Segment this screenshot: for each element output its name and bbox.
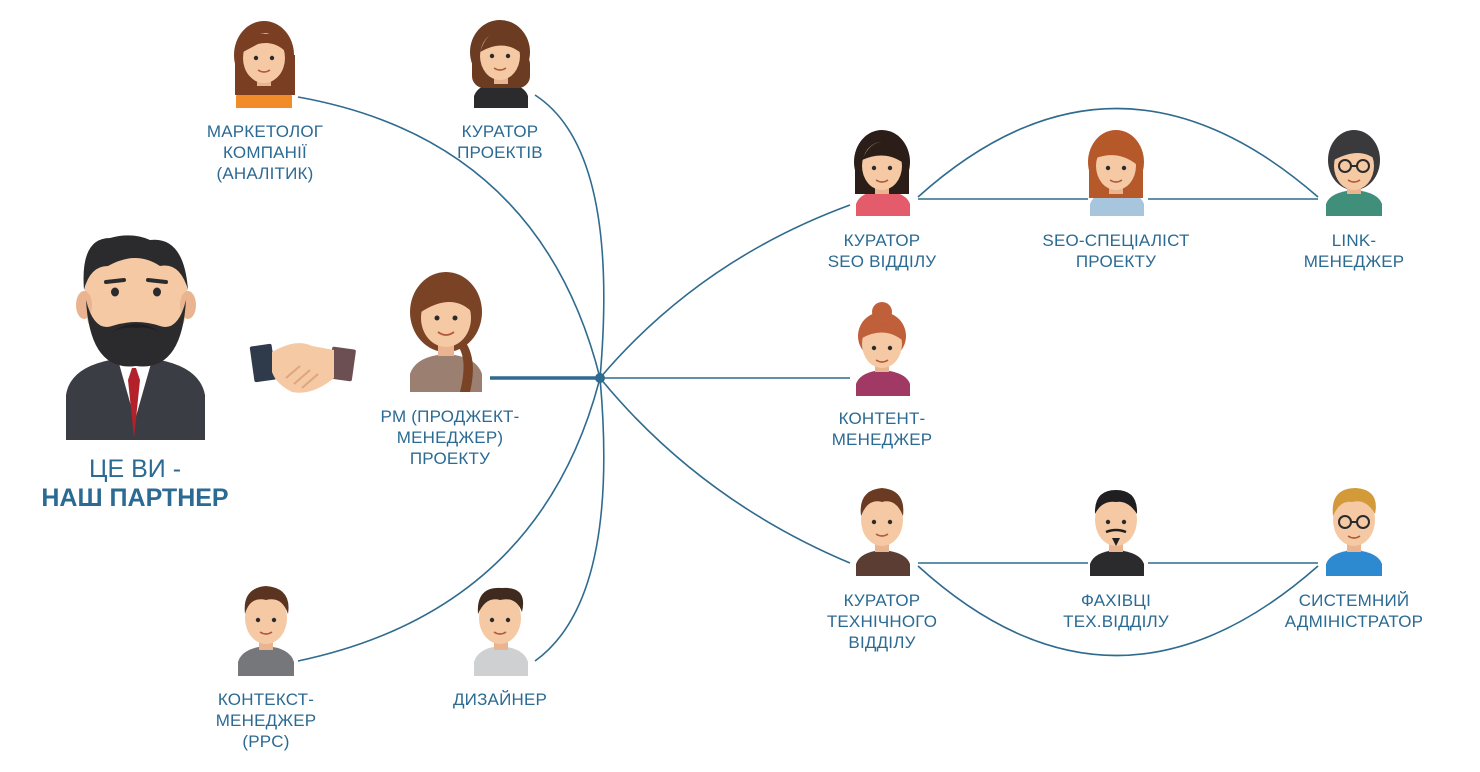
designer-avatar xyxy=(474,587,528,676)
line-hub-to-tech-curator xyxy=(599,377,851,564)
seo-curator-avatar xyxy=(854,130,910,216)
pm-label: PM (ПРОДЖЕКТ- МЕНЕДЖЕР) ПРОЕКТУ xyxy=(380,407,520,468)
seo-curator-label: КУРАТОР SEO ВІДДІЛУ xyxy=(827,231,937,271)
marketer-label: МАРКЕТОЛОГ КОМПАНІЇ (АНАЛІТИК) xyxy=(206,122,324,183)
pm-avatar xyxy=(410,272,482,392)
partner-caption-line1: ЦЕ ВИ - xyxy=(88,455,182,483)
link-manager-label: LINK- МЕНЕДЖЕР xyxy=(1303,231,1405,271)
handshake-icon xyxy=(249,343,356,393)
marketer-avatar xyxy=(234,21,295,108)
partner-caption-line2: НАШ ПАРТНЕР xyxy=(41,484,229,512)
line-context-to-hub xyxy=(297,377,601,662)
tech-specialists-avatar xyxy=(1090,490,1144,576)
project-curator-label: КУРАТОР ПРОЕКТІВ xyxy=(457,122,543,162)
line-tech-bottom-arc xyxy=(917,565,1319,657)
link-manager-avatar xyxy=(1326,130,1382,216)
context-manager-label: КОНТЕКСТ- МЕНЕДЖЕР (PPC) xyxy=(215,690,317,751)
partner-avatar xyxy=(66,235,205,440)
line-hub-to-seo-curator xyxy=(599,204,851,379)
line-designer-to-hub xyxy=(534,377,605,662)
tech-curator-avatar xyxy=(856,488,910,576)
sysadmin-label: СИСТЕМНИЙ АДМІНІСТРАТОР xyxy=(1284,591,1424,631)
hub-node xyxy=(595,373,605,383)
content-manager-label: КОНТЕНТ- МЕНЕДЖЕР xyxy=(831,409,933,449)
sysadmin-avatar xyxy=(1326,488,1382,576)
seo-specialist-avatar xyxy=(1088,130,1144,216)
designer-label: ДИЗАЙНЕР xyxy=(452,690,548,709)
line-curator-to-hub xyxy=(534,94,605,379)
connection-lines xyxy=(297,94,1319,662)
line-seo-top-arc xyxy=(917,107,1319,198)
tech-curator-label: КУРАТОР ТЕХНІЧНОГО ВІДДІЛУ xyxy=(826,591,938,652)
seo-specialist-label: SEO-СПЕЦІАЛІСТ ПРОЕКТУ xyxy=(1042,231,1190,271)
tech-specialists-label: ФАХІВЦІ ТЕХ.ВІДДІЛУ xyxy=(1063,591,1169,631)
context-manager-avatar xyxy=(238,586,294,676)
line-marketer-to-hub xyxy=(297,96,601,379)
project-curator-avatar xyxy=(470,20,530,108)
content-manager-avatar xyxy=(856,302,910,396)
